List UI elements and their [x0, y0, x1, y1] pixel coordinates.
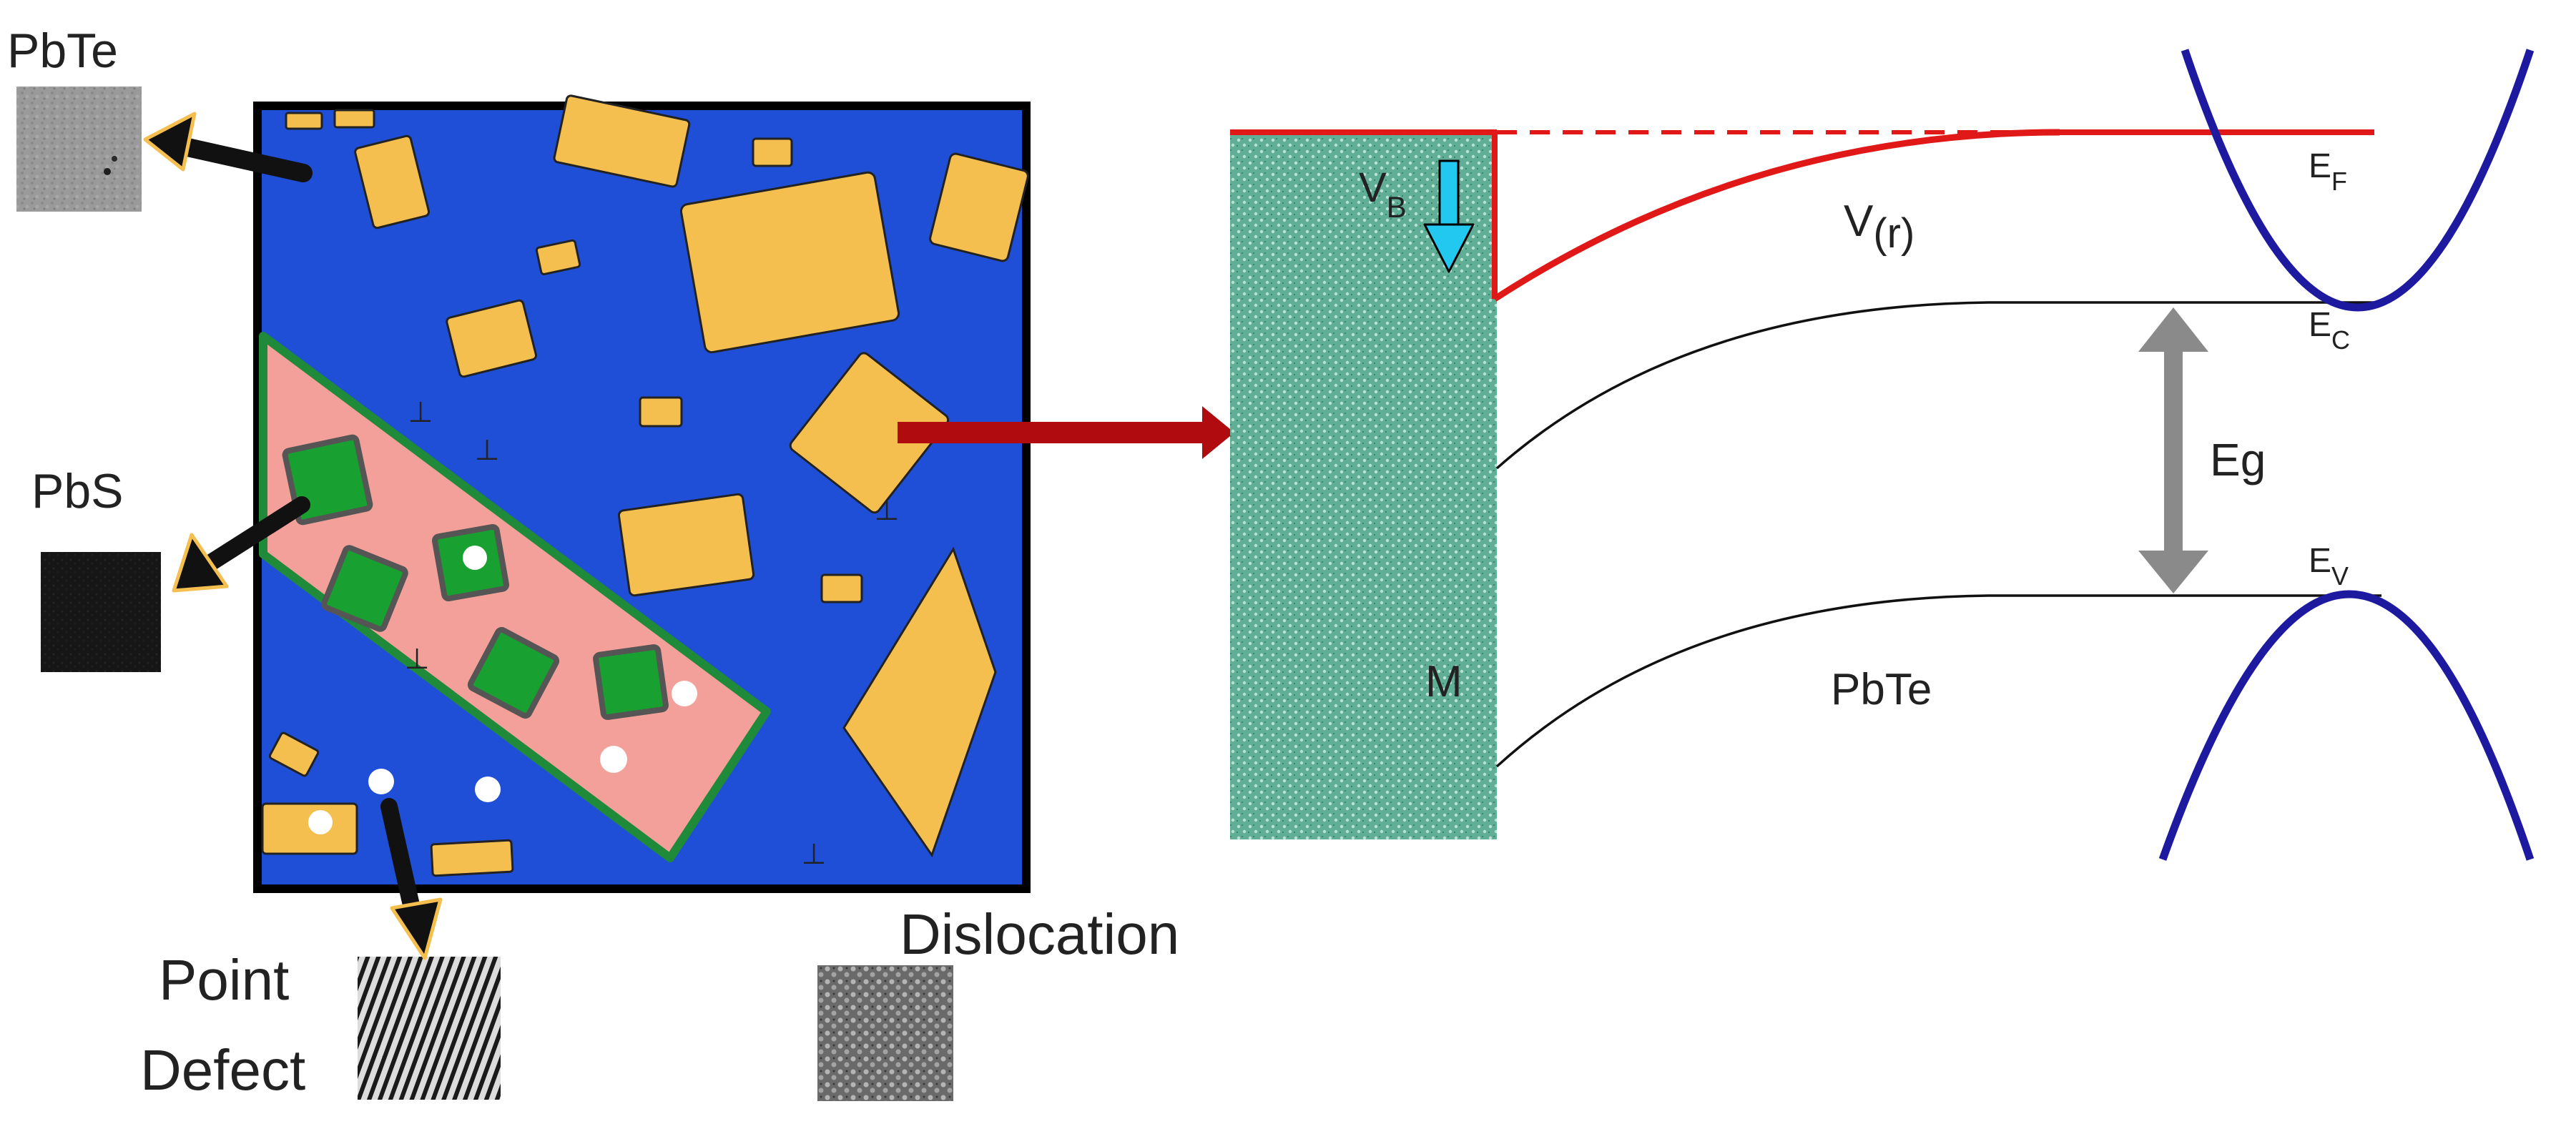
precipitate [535, 239, 581, 275]
dislocation-symbol: ⊥ [875, 495, 900, 526]
transition-arrow [898, 406, 1234, 459]
point-defect-arrow [380, 798, 423, 930]
precipitate [333, 109, 375, 129]
pbte-arrow [162, 134, 313, 182]
pbte-micrograph-icon [16, 87, 142, 212]
conduction-band-parabola [2181, 49, 2535, 312]
grain-region [259, 332, 771, 862]
point-defect-label-line1: Point [159, 948, 289, 1012]
dislocation-callout: Dislocation [817, 902, 1179, 1101]
precipitate [820, 573, 863, 603]
precipitate [430, 839, 514, 877]
dislocation-symbols: ⊥ ⊥ ⊥ ⊥ ⊥ [405, 397, 900, 870]
precipitate [679, 171, 900, 354]
barrier-height-arrow [1423, 159, 1475, 273]
pbs-particle [593, 644, 669, 720]
precipitate [261, 802, 358, 855]
dislocation-micrograph-icon [817, 965, 953, 1101]
pbs-micrograph-icon [41, 552, 161, 672]
potential-curve [1493, 129, 2060, 302]
valence-level-label: EV [2309, 542, 2349, 591]
pbs-particle [467, 626, 560, 719]
conduction-level-label: EC [2309, 306, 2350, 355]
band-gap-arrow [2138, 307, 2208, 593]
valence-band-parabola [2158, 590, 2535, 861]
semiconductor-label: PbTe [1831, 665, 1932, 714]
dislocation-symbol: ⊥ [475, 435, 500, 466]
pbte-callout: PbTe [7, 24, 313, 212]
point-defect [463, 546, 487, 570]
pbs-arrow [199, 496, 310, 573]
precipitate [446, 299, 537, 378]
point-defect [600, 746, 627, 773]
precipitate [285, 112, 323, 130]
point-defects [308, 546, 697, 834]
band-diagram: M VB V(r) Eg EF EC EV PbTe [1230, 49, 2535, 861]
conduction-band-edge [1495, 301, 2381, 470]
point-defect [308, 810, 333, 834]
band-gap-label: Eg [2210, 434, 2266, 485]
valence-band-edge [1495, 594, 2381, 768]
precipitate [617, 493, 755, 597]
dislocation-symbol: ⊥ [408, 397, 433, 428]
potential-label: V(r) [1844, 197, 1914, 257]
point-defect-callout: Point Defect [140, 798, 501, 1102]
pbte-label: PbTe [7, 24, 118, 78]
dislocation-label: Dislocation [900, 902, 1179, 966]
point-defect [368, 769, 394, 794]
microstructure-schematic: ⊥ ⊥ ⊥ ⊥ ⊥ [253, 94, 1031, 893]
point-defect [475, 777, 501, 802]
point-defect [672, 681, 697, 706]
pbs-callout: PbS [31, 464, 310, 672]
metal-label: M [1425, 657, 1462, 706]
point-defect-label-line2: Defect [140, 1038, 305, 1102]
precipitate [929, 152, 1029, 262]
dislocation-symbol: ⊥ [802, 839, 827, 870]
precipitate [553, 94, 691, 188]
dislocation-symbol: ⊥ [405, 644, 430, 675]
precipitate [354, 134, 431, 230]
fermi-level-label: EF [2309, 147, 2347, 196]
precipitate [639, 396, 683, 428]
precipitate [268, 731, 320, 777]
precipitate [789, 352, 950, 514]
precipitate [842, 546, 997, 858]
pbs-label: PbS [31, 464, 124, 518]
barrier-height-label: VB [1359, 164, 1407, 224]
precipitate [752, 137, 793, 167]
pbs-particle [321, 545, 408, 632]
point-defect-micrograph-icon [358, 957, 501, 1100]
precipitates [261, 94, 1029, 877]
